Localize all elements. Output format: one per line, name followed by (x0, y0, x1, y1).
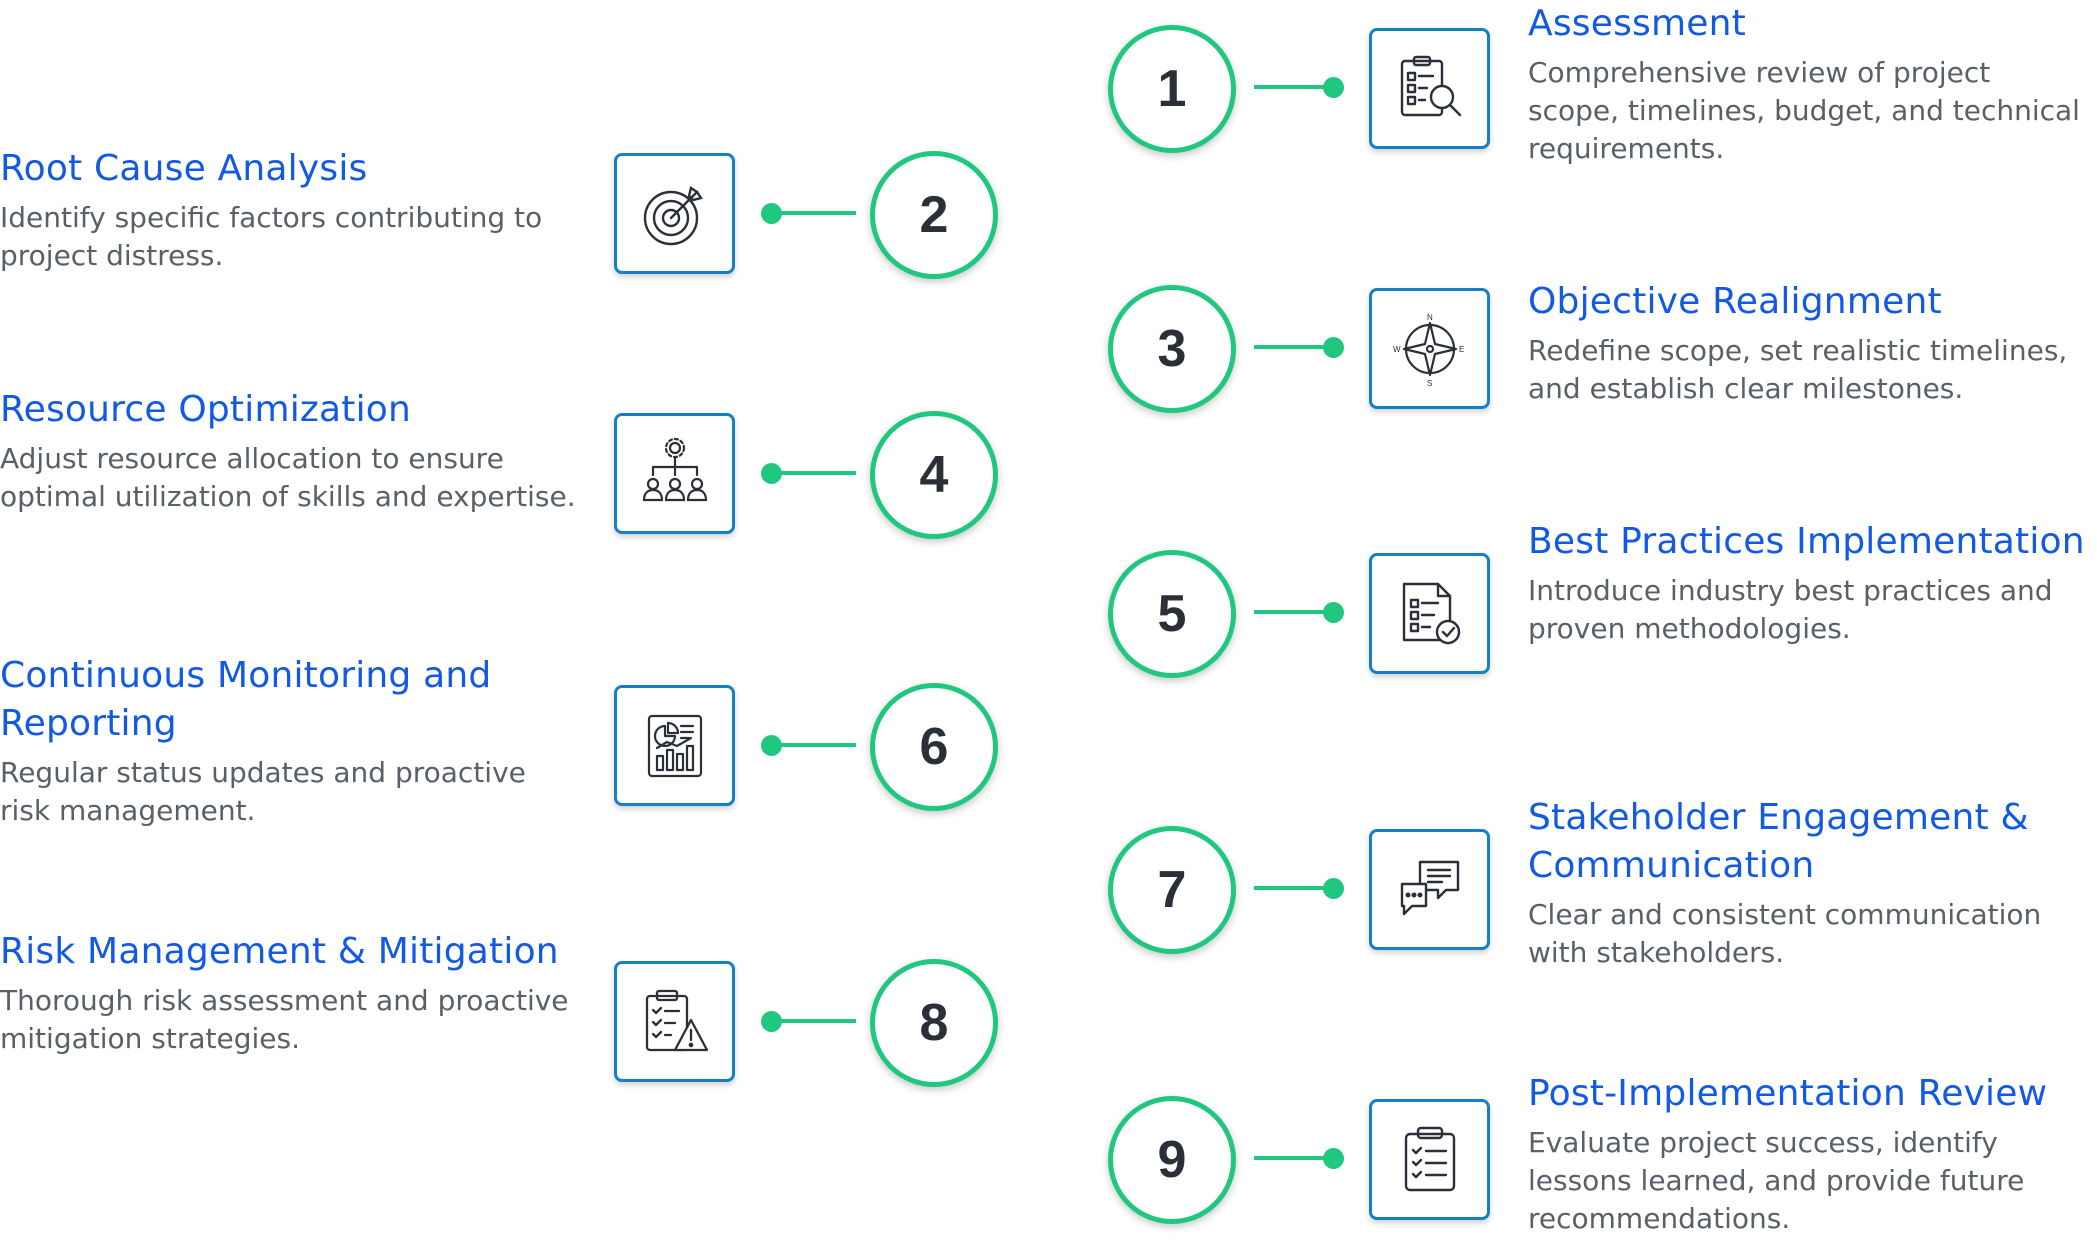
step-number-circle: 5 (1108, 550, 1236, 678)
step-title: Resource Optimization (0, 389, 412, 430)
connector-line (1254, 1156, 1338, 1160)
connector-dot (761, 1011, 782, 1032)
connector-line (772, 471, 856, 475)
step-title: Root Cause Analysis (0, 148, 368, 189)
step-description: Clear and consistent communication with … (1528, 898, 2042, 969)
compass-icon: N S E W (1369, 288, 1490, 409)
target-arrow-icon (614, 153, 735, 274)
connector-dot (761, 463, 782, 484)
connector-dot (761, 203, 782, 224)
step-number-circle: 7 (1108, 826, 1236, 954)
step-description: Evaluate project success, identify lesso… (1528, 1126, 2025, 1235)
clipboard-warning-icon (614, 961, 735, 1082)
clipboard-checklist-icon (1369, 1099, 1490, 1220)
connector-dot (1323, 337, 1344, 358)
team-hierarchy-gear-icon (614, 413, 735, 534)
svg-text:E: E (1459, 345, 1464, 354)
svg-text:N: N (1427, 313, 1433, 322)
document-check-icon (1369, 553, 1490, 674)
connector-dot (1323, 77, 1344, 98)
step-number-circle: 3 (1108, 285, 1236, 413)
step-title: Assessment (1528, 3, 1746, 44)
step-title: Objective Realignment (1528, 281, 1942, 322)
connector-dot (761, 735, 782, 756)
connector-line (1254, 610, 1338, 614)
connector-dot (1323, 1148, 1344, 1169)
step-title: Best Practices Implementation (1528, 521, 2085, 562)
connector-line (772, 1019, 856, 1023)
step-description: Introduce industry best practices and pr… (1528, 574, 2053, 645)
connector-line (1254, 345, 1338, 349)
connector-line (772, 743, 856, 747)
step-number-circle: 9 (1108, 1096, 1236, 1224)
step-description: Comprehensive review of project scope, t… (1528, 56, 2080, 165)
step-description: Identify specific factors contributing t… (0, 201, 543, 272)
step-number-circle: 4 (870, 411, 998, 539)
svg-text:S: S (1427, 379, 1432, 388)
step-title: Continuous Monitoring and Reporting (0, 655, 492, 744)
step-number-circle: 2 (870, 151, 998, 279)
connector-line (772, 211, 856, 215)
chat-bubbles-icon (1369, 829, 1490, 950)
step-title: Stakeholder Engagement & Communication (1528, 797, 2029, 886)
step-description: Thorough risk assessment and proactive m… (0, 984, 569, 1055)
step-description: Adjust resource allocation to ensure opt… (0, 442, 576, 513)
report-chart-icon (614, 685, 735, 806)
connector-line (1254, 886, 1338, 890)
step-title: Risk Management & Mitigation (0, 931, 559, 972)
svg-text:W: W (1393, 345, 1401, 354)
checklist-magnifier-icon (1369, 28, 1490, 149)
step-number-circle: 1 (1108, 25, 1236, 153)
step-number-circle: 6 (870, 683, 998, 811)
step-description: Regular status updates and proactive ris… (0, 756, 526, 827)
connector-dot (1323, 602, 1344, 623)
connector-line (1254, 85, 1338, 89)
step-number-circle: 8 (870, 959, 998, 1087)
connector-dot (1323, 878, 1344, 899)
step-description: Redefine scope, set realistic timelines,… (1528, 334, 2068, 405)
step-title: Post-Implementation Review (1528, 1073, 2048, 1114)
